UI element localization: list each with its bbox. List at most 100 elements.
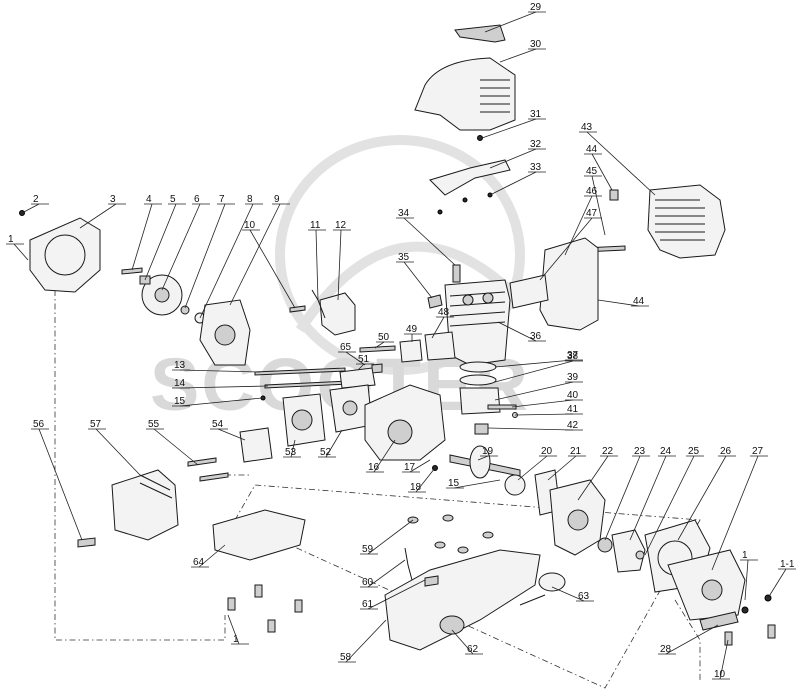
callout-leader-line	[539, 217, 593, 281]
part-54-filter-element	[239, 427, 273, 463]
callout-number: 9	[274, 194, 280, 205]
callout-number: 15	[174, 396, 186, 407]
callout-number: 4	[146, 194, 152, 205]
callout-number: 8	[247, 194, 253, 205]
callout-leader-line	[597, 299, 640, 307]
callout-leader-line	[249, 229, 296, 309]
callout-number: 17	[404, 462, 416, 473]
part-46-muffler	[539, 237, 599, 331]
callout-number: 5	[170, 194, 176, 205]
callout-leader-line	[315, 229, 319, 301]
callout-number: 59	[362, 544, 374, 555]
callout-number: 1	[233, 634, 239, 645]
callout-number: 34	[398, 208, 410, 219]
callout-number: 1	[742, 550, 748, 561]
callout-leader-line	[403, 261, 433, 299]
callout-number: 40	[567, 390, 579, 401]
callout-number: 27	[752, 446, 764, 457]
callout-leader-line	[431, 316, 445, 339]
callout-number: 42	[567, 420, 579, 431]
part-12-ignition-coil	[319, 292, 356, 336]
part-22-crankcase-half	[549, 479, 606, 556]
callout-leader-line	[477, 455, 489, 461]
part-23-seal	[597, 537, 613, 553]
callout-leader-line	[131, 203, 153, 271]
part-48-insulator	[424, 331, 456, 361]
callout-leader-line	[337, 229, 342, 301]
part-17-crankcase-half	[364, 384, 446, 461]
callout-leader-line	[604, 455, 641, 541]
callout-leader-line	[494, 360, 574, 383]
callout-leader-line	[184, 203, 226, 309]
callout-number: 57	[90, 419, 102, 430]
part-10-bolt	[289, 305, 306, 313]
callout-number: 32	[530, 139, 542, 150]
part-29-top-cap	[454, 24, 506, 43]
callout-leader-line	[367, 519, 414, 555]
callout-number: 36	[530, 331, 542, 342]
callout-number: 25	[688, 446, 700, 457]
callout-number: 50	[378, 332, 390, 343]
part-7-nut	[180, 305, 190, 315]
part-34-spark-plug	[452, 264, 461, 283]
callout-number: 12	[335, 220, 347, 231]
callout-number: 56	[33, 419, 45, 430]
part-33-screws	[437, 192, 493, 215]
callout-leader-line	[451, 629, 474, 655]
callout-number: 10	[714, 669, 726, 680]
callout-number: 30	[530, 39, 542, 50]
callout-leader-line	[95, 428, 141, 476]
callout-number: 54	[212, 419, 224, 430]
part-1-screw-right	[741, 606, 749, 614]
callout-leader-line	[591, 153, 613, 191]
part-52-carburetor	[329, 384, 373, 433]
part-39-piston	[459, 387, 501, 415]
callout-leader-line	[665, 624, 719, 655]
part-57-screw	[77, 537, 96, 548]
callout-number: 23	[634, 446, 646, 457]
callout-leader-line	[497, 321, 537, 342]
callout-leader-line	[409, 459, 431, 473]
callout-leader-line	[38, 428, 83, 541]
callout-number: 31	[530, 109, 542, 120]
callout-leader-line	[179, 385, 269, 389]
part-47-gasket	[509, 274, 549, 309]
part-6-starter-pulley	[141, 274, 183, 316]
callout-leader-line	[494, 381, 574, 401]
callout-number: 62	[467, 644, 479, 655]
part-50-bolts	[359, 345, 396, 353]
callout-leader-line	[199, 203, 254, 319]
callout-leader-line	[345, 351, 366, 366]
callout-number: 53	[285, 447, 297, 458]
callout-leader-line	[511, 399, 574, 408]
part-53-air-filter-base	[282, 393, 326, 447]
callout-number: 48	[438, 307, 450, 318]
callout-leader-line	[489, 171, 537, 196]
callout-number: 63	[578, 591, 590, 602]
callout-leader-line	[21, 203, 40, 214]
callout-leader-line	[484, 11, 537, 33]
part-10-bolt-right-2	[767, 624, 776, 639]
callout-leader-line	[481, 118, 537, 139]
callout-number: 11	[310, 220, 321, 231]
callout-leader-line	[217, 428, 246, 441]
callout-leader-line	[719, 639, 729, 680]
callout-leader-line	[367, 579, 426, 610]
callout-leader-line	[489, 148, 537, 169]
part-9-flywheel	[199, 299, 251, 366]
callout-number: 45	[586, 166, 598, 177]
callout-leader-line	[547, 455, 577, 481]
callout-number: 28	[660, 644, 672, 655]
callout-number: 22	[602, 446, 614, 457]
callout-leader-line	[290, 439, 296, 458]
callout-leader-line	[551, 586, 585, 602]
callout-number: 1-1	[780, 559, 795, 570]
part-24-clutch	[611, 529, 646, 573]
callout-leader-line	[767, 568, 787, 599]
callout-leader-line	[367, 559, 406, 588]
callout-leader-line	[357, 363, 365, 371]
callout-number: 24	[660, 446, 672, 457]
callout-leader-line	[229, 203, 281, 306]
